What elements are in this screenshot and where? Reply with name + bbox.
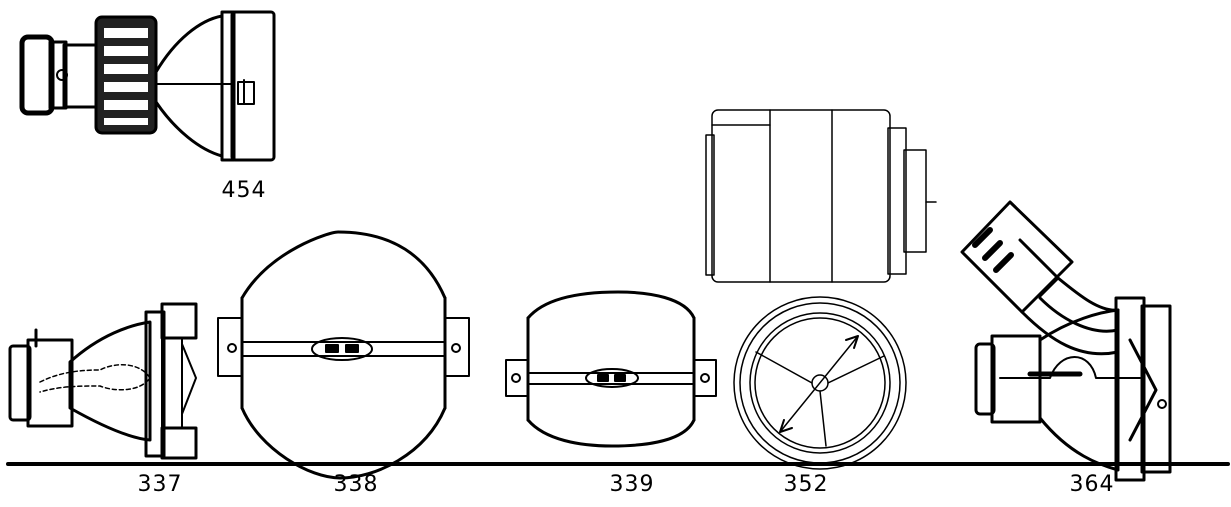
label-337: 337 <box>137 472 183 497</box>
label-364: 364 <box>1069 472 1115 497</box>
label-352: 352 <box>783 472 829 497</box>
lamp-338-drawing <box>217 230 470 480</box>
label-338: 338 <box>333 472 379 497</box>
label-339: 339 <box>609 472 655 497</box>
lamp-364-drawing <box>960 200 1172 482</box>
lamp-352-side-drawing <box>705 109 937 283</box>
lamp-337-drawing <box>8 302 198 460</box>
lamp-454-drawing <box>19 10 276 162</box>
lamp-339-drawing <box>505 290 717 448</box>
lamp-352-front-drawing <box>733 296 907 470</box>
label-454: 454 <box>221 178 267 203</box>
